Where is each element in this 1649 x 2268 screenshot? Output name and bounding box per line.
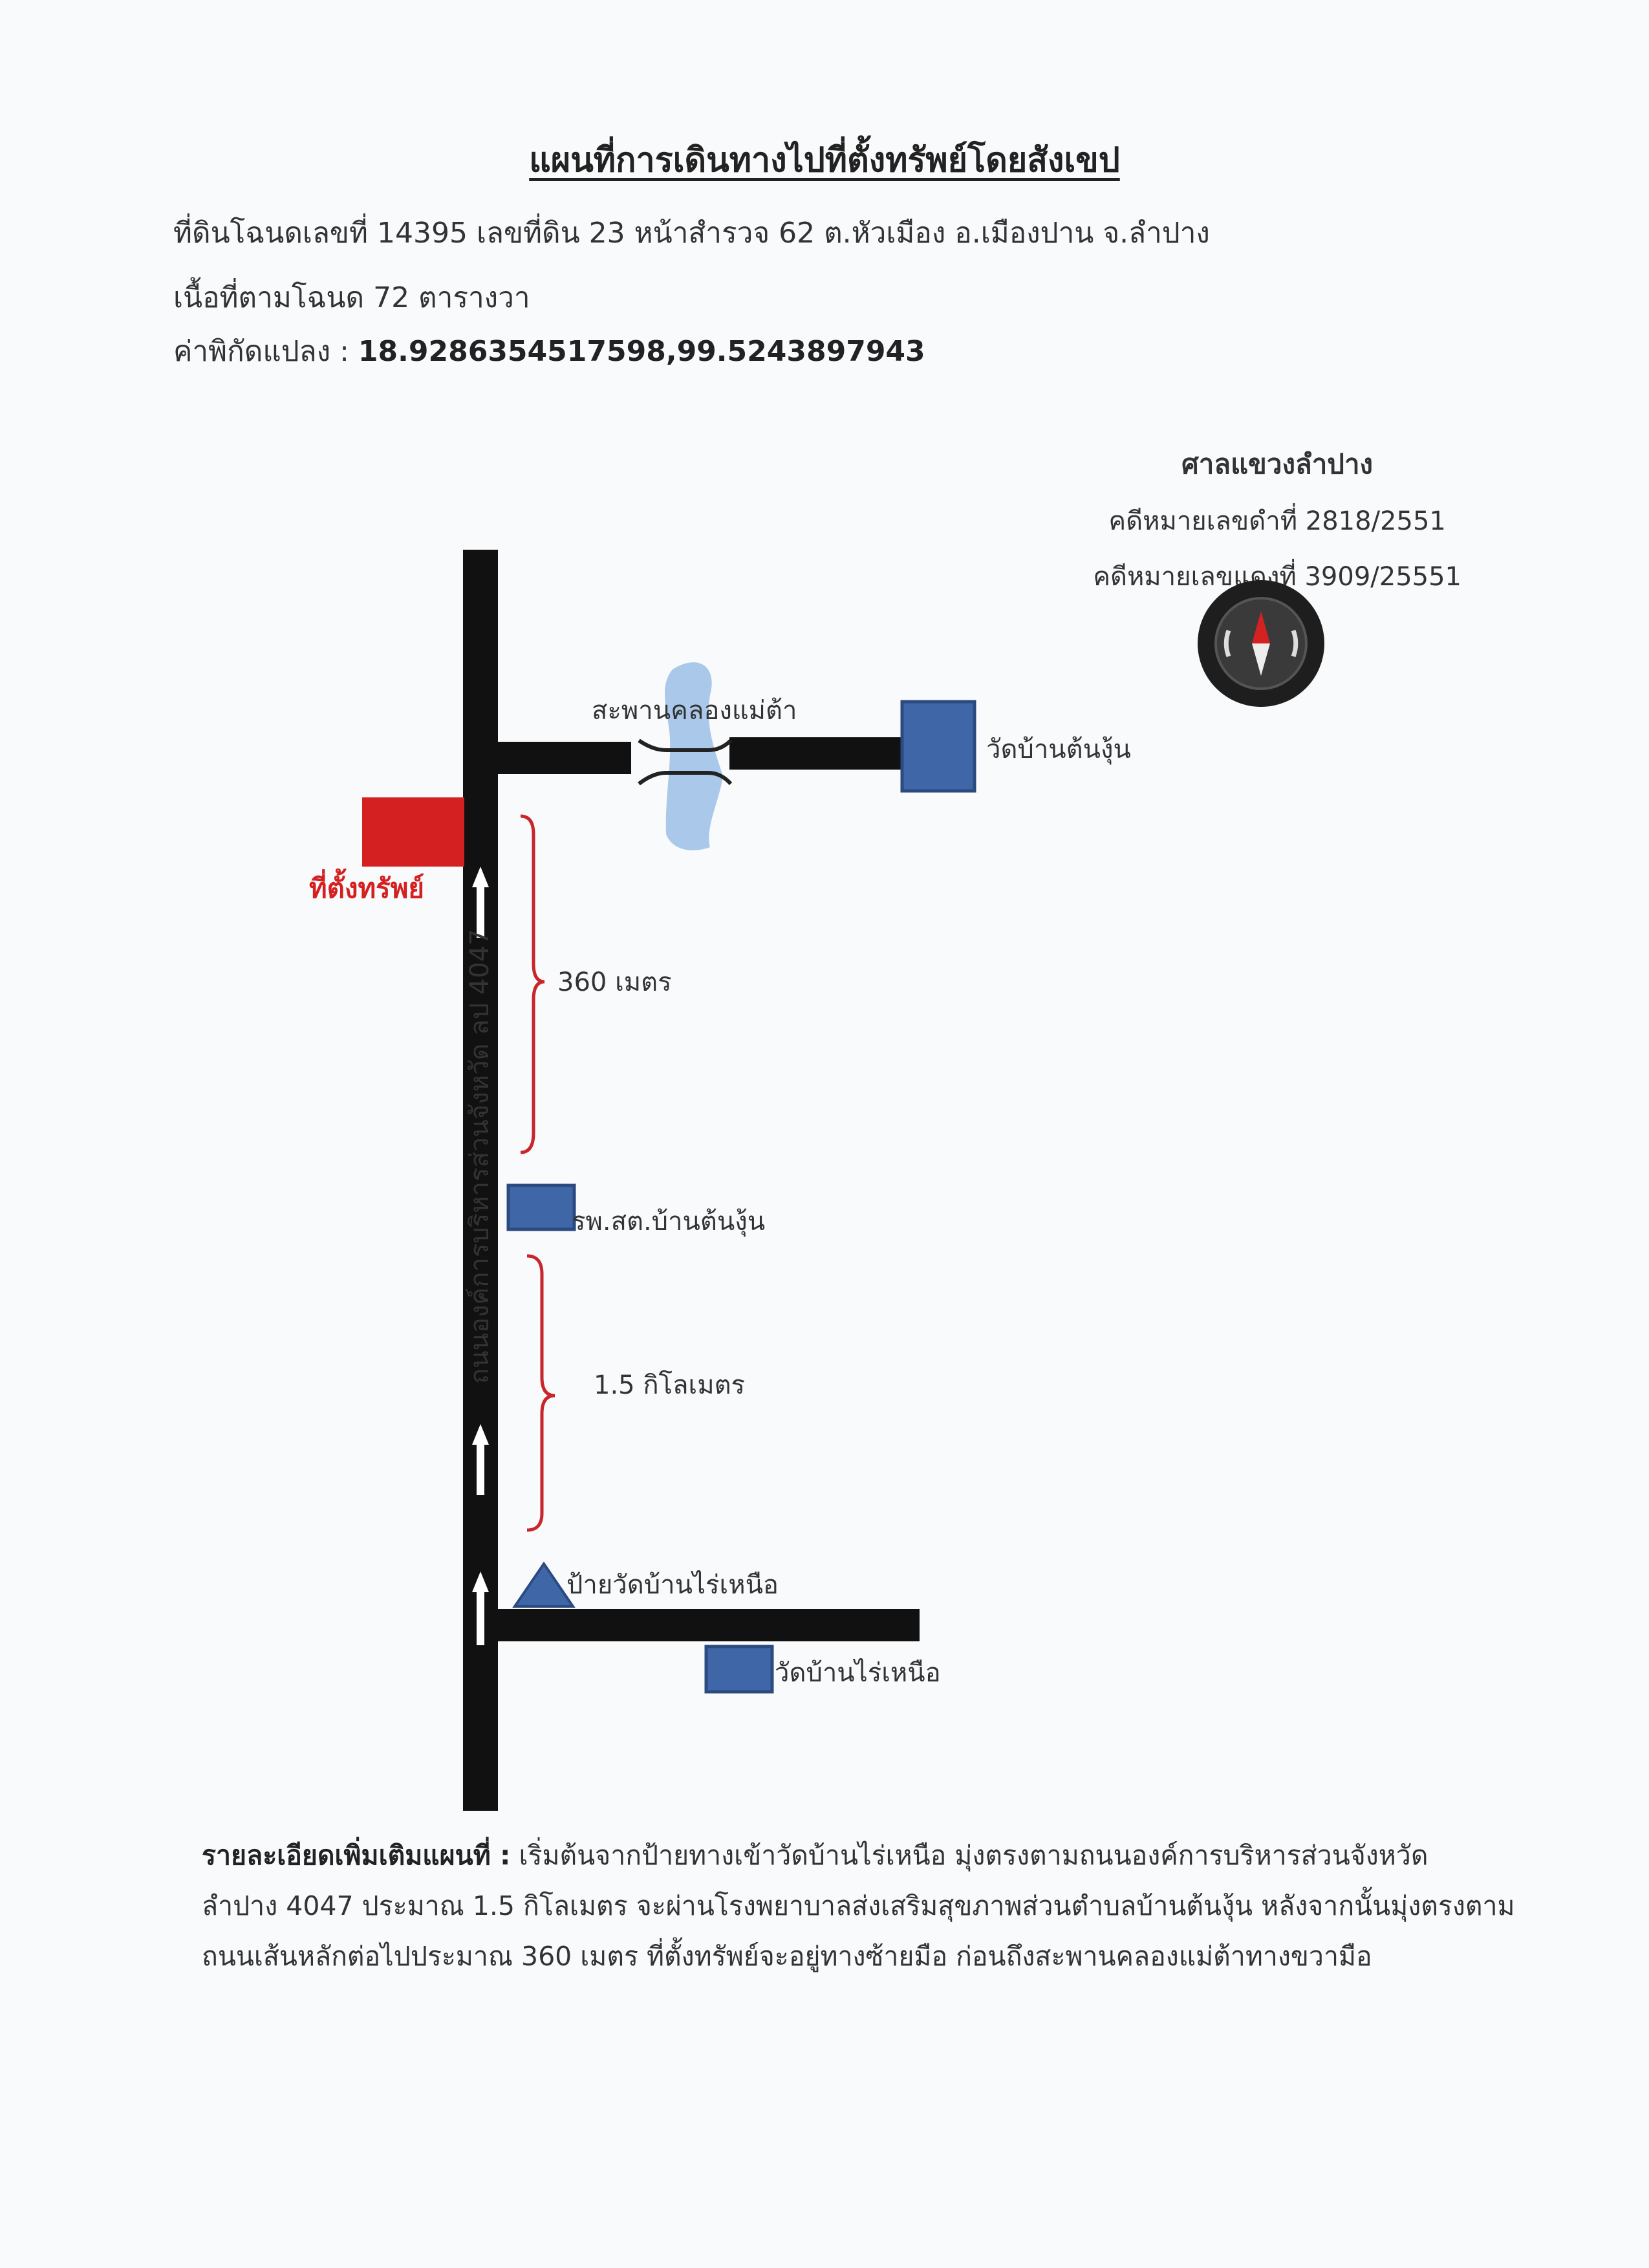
footer-line-3: ถนนเส้นหลักต่อไปประมาณ 360 เมตร ที่ตั้งท… <box>202 1941 1372 1972</box>
coordinate-line: ค่าพิกัดแปลง : 18.9286354517598,99.52438… <box>173 329 925 374</box>
footer-label: รายละเอียดเพิ่มเติมแผนที่ : <box>202 1840 511 1871</box>
branch-road-top-right <box>729 737 903 770</box>
compass-icon <box>1198 580 1324 707</box>
coordinate-value: 18.9286354517598,99.5243897943 <box>358 335 925 368</box>
branch-road-bottom <box>498 1609 920 1641</box>
hospital-label: รพ.สต.บ้านต้นงุ้น <box>572 1207 765 1237</box>
footer-line-1: รายละเอียดเพิ่มเติมแผนที่ : เริ่มต้นจากป… <box>202 1830 1534 1881</box>
coordinate-label: ค่าพิกัดแปลง : <box>173 335 349 368</box>
temple-top-marker <box>900 700 976 793</box>
triangle-sign-icon <box>512 1561 576 1608</box>
distance-brace-bottom <box>526 1254 555 1532</box>
footer-line-2: ลำปาง 4047 ประมาณ 1.5 กิโลเมตร จะผ่านโรง… <box>202 1890 1515 1921</box>
arrow-up-icon <box>472 1424 489 1495</box>
property-label: ที่ตั้งทรัพย์ <box>309 868 424 904</box>
distance-top-label: 360 เมตร <box>557 967 672 997</box>
road-name-label: ถนนองค์การบริหารส่วนจังหวัด ลป 4047 <box>465 929 495 1384</box>
canal-water <box>665 662 723 850</box>
route-map: สะพานคลองแม่ต้า วัดบ้านต้นงุ้น ที่ตั้งทร… <box>309 550 1324 1811</box>
bridge-icon <box>638 739 733 786</box>
sign-label: ป้ายวัดบ้านไร่เหนือ <box>566 1570 779 1600</box>
court-name: ศาลแขวงลำปาง <box>1181 448 1374 480</box>
branch-road-top-left <box>498 742 631 774</box>
deed-line: ที่ดินโฉนดเลขที่ 14395 เลขที่ดิน 23 หน้า… <box>173 217 1210 250</box>
distance-brace-top <box>520 814 545 1154</box>
footer-description: รายละเอียดเพิ่มเติมแผนที่ : เริ่มต้นจากป… <box>202 1830 1534 1982</box>
footer-text-1: เริ่มต้นจากป้ายทางเข้าวัดบ้านไร่เหนือ มุ… <box>519 1840 1428 1871</box>
temple-bottom-marker <box>704 1645 774 1694</box>
arrow-up-icon <box>472 1571 489 1645</box>
black-case-number: คดีหมายเลขดำที่ 2818/2551 <box>1108 506 1446 536</box>
hospital-marker <box>506 1183 576 1231</box>
bridge-label: สะพานคลองแม่ต้า <box>592 696 797 726</box>
arrow-up-icon <box>472 867 489 938</box>
page-title: แผนที่การเดินทางไปที่ตั้งทรัพย์โดยสังเขป <box>529 141 1120 180</box>
temple-bottom-label: วัดบ้านไร่เหนือ <box>775 1658 941 1688</box>
area-line: เนื้อที่ตามโฉนด 72 ตารางวา <box>173 281 530 314</box>
temple-top-label: วัดบ้านต้นงุ้น <box>986 735 1131 765</box>
distance-bottom-label: 1.5 กิโลเมตร <box>594 1370 745 1400</box>
property-marker <box>362 797 464 867</box>
